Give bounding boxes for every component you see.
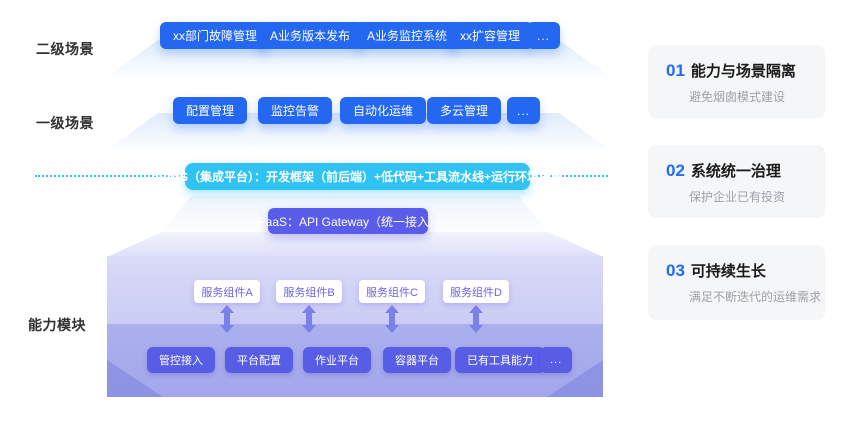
tool-button[interactable]: 平台配置 [225,347,293,373]
apaas-banner[interactable]: aPaaS（集成平台）：开发框架（前后端）+低代码+工具流水线+运行环境托管 [152,163,563,190]
benefit-number: 01 [666,61,685,80]
tool-more-button[interactable]: ... [540,347,573,373]
tool-button[interactable]: 作业平台 [303,347,371,373]
tool-button[interactable]: 容器平台 [383,347,451,373]
secondary-scenario-chip[interactable]: xx部门故障管理 [160,22,271,49]
secondary-scenario-chip[interactable]: A业务监控系统 [354,22,461,49]
secondary-scenario-chip[interactable]: A业务版本发布 [257,22,364,49]
service-component-card[interactable]: 服务组件B [276,280,342,303]
double-arrow-icon [385,305,399,333]
benefit-number: 03 [666,261,685,280]
double-arrow-icon [220,305,234,333]
primary-scenario-chip[interactable]: 多云管理 [427,97,502,124]
primary-scenario-chip[interactable]: 监控告警 [258,97,333,124]
platform-top-bevel [107,232,603,257]
primary-more-chip[interactable]: ... [507,97,541,124]
benefit-number: 02 [666,161,685,180]
benefit-description: 避免烟囱模式建设 [689,90,786,104]
service-component-card[interactable]: 服务组件C [359,280,425,303]
platform-upper-face [107,256,603,324]
benefit-title: 能力与场景隔离 [690,63,796,80]
tool-button[interactable]: 已有工具能力 [455,347,545,373]
label-capability-modules: 能力模块 [28,317,86,333]
label-secondary-scenarios: 二级场景 [36,41,94,57]
secondary-more-chip[interactable]: ... [527,22,561,49]
secondary-scenario-chip[interactable]: xx扩容管理 [447,22,534,49]
benefit-title: 系统统一治理 [690,163,781,180]
primary-scenario-chip[interactable]: 自动化运维 [340,97,427,124]
service-component-card[interactable]: 服务组件A [194,280,260,303]
primary-scenario-chip[interactable]: 配置管理 [173,97,248,124]
double-arrow-icon [469,305,483,333]
service-component-card[interactable]: 服务组件D [443,280,509,303]
ipaas-badge[interactable]: iPaaS：API Gateway（统一接入） [255,208,441,234]
benefit-description: 保护企业已有投资 [689,190,786,204]
benefit-card: 01 能力与场景隔离 避免烟囱模式建设 [648,45,825,118]
benefit-card: 02 系统统一治理 保护企业已有投资 [648,145,825,218]
tool-button[interactable]: 管控接入 [147,347,215,373]
benefit-card: 03 可持续生长 满足不断迭代的运维需求 [648,245,825,320]
benefit-title: 可持续生长 [690,263,766,280]
benefit-description: 满足不断迭代的运维需求 [689,290,822,304]
double-arrow-icon [302,305,316,333]
label-primary-scenarios: 一级场景 [36,115,94,131]
